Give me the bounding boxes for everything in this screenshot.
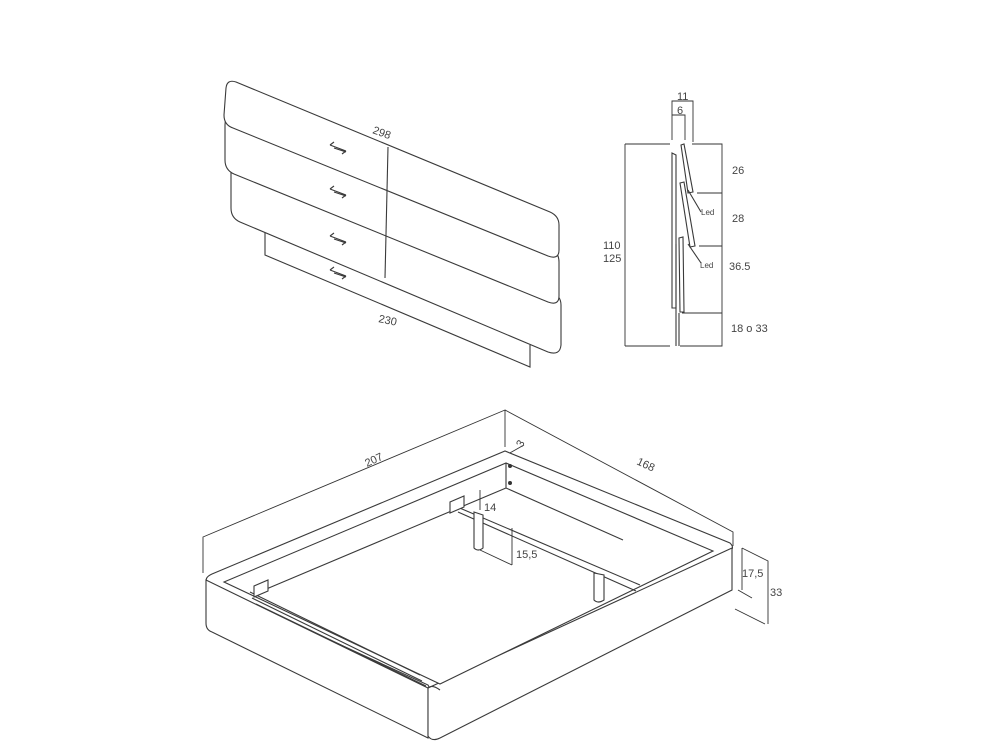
- led-pointers: [687, 189, 702, 264]
- bed-frame-corner: [427, 685, 441, 691]
- dim-rail-drop-label: 14: [484, 502, 496, 514]
- dim-length-label: 207: [363, 451, 385, 470]
- headboard-back-panel: [264, 228, 531, 368]
- rail-bracket-front: [253, 579, 269, 598]
- dim-rail-thickness-label: 3: [514, 438, 527, 449]
- support-leg-1: [473, 511, 484, 551]
- led-label-1: Led: [701, 208, 714, 217]
- dim-seg2-label: 28: [732, 213, 744, 225]
- headboard-seam: [384, 146, 389, 279]
- dim-line-top: [671, 100, 694, 142]
- dim-line-heights: [734, 547, 769, 625]
- dim-depth-label: 11: [677, 91, 688, 103]
- dim-line-length-width: [202, 409, 734, 573]
- rail-back: [454, 505, 641, 592]
- dim-offset-label: 6: [677, 105, 683, 117]
- bed-frame-inner-walls: [263, 463, 624, 591]
- support-leg-2: [593, 572, 605, 603]
- dim-seg3-label: 36.5: [729, 261, 750, 273]
- dim-width-bottom-label: 230: [377, 313, 397, 329]
- dim-height-110-label: 110: [603, 240, 621, 252]
- section-back-board: [671, 152, 677, 309]
- dim-line-rail: [507, 444, 525, 455]
- section-support: [675, 244, 680, 346]
- screw-hole-1: [508, 464, 512, 468]
- dim-line-right: [680, 143, 723, 347]
- dim-frame-height-label: 17,5: [742, 568, 763, 580]
- rail-bracket-back: [449, 495, 465, 514]
- bed-frame-isometric: 207 168 3 14 15,5 17,5 33: [202, 409, 782, 741]
- dim-height-125-label: 125: [603, 253, 621, 265]
- section-panel-2: [679, 181, 696, 248]
- dim-leg-height-label: 15,5: [516, 549, 537, 561]
- rail-front: [249, 591, 427, 687]
- headboard-panel-top: [223, 80, 560, 258]
- dim-seg4-label: 18 o 33: [731, 323, 768, 335]
- bed-frame-side-left: [205, 579, 429, 739]
- dim-line-height: [624, 143, 670, 347]
- arrow-icons: [329, 141, 347, 280]
- dim-ticks-right: [682, 192, 722, 314]
- headboard-isometric: 298 230: [223, 80, 562, 368]
- dim-width-label: 168: [635, 456, 657, 475]
- dim-width-top-label: 298: [371, 125, 392, 143]
- dim-seg1-label: 26: [732, 165, 744, 177]
- section-panel-1: [680, 143, 694, 194]
- dim-line-leg: [479, 490, 513, 566]
- screw-hole-2: [508, 481, 512, 485]
- headboard-section: 11 6 110 125 26 28 36.5 18 o 33 Led Led: [603, 91, 768, 347]
- bed-frame-side-right: [427, 547, 733, 741]
- led-label-2: Led: [700, 261, 713, 270]
- dim-total-height-label: 33: [770, 587, 782, 599]
- section-panel-3: [678, 236, 685, 313]
